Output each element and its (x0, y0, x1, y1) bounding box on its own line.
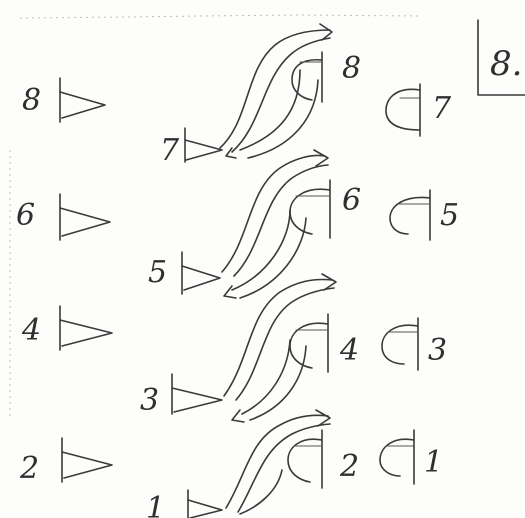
receiver-a-label-3: 4 (339, 333, 359, 368)
middle-triangle-4 (188, 490, 222, 518)
receiver-a-3 (290, 314, 328, 372)
left-triangle-1 (60, 78, 105, 122)
receiver-b-4 (380, 430, 414, 484)
route-curve-4 (226, 410, 330, 514)
left-triangle-3 (60, 306, 112, 350)
receiver-a-2 (290, 180, 330, 238)
route-curve-2 (222, 150, 328, 298)
receiver-b-label-3: 3 (428, 333, 447, 368)
left-label-4: 2 (19, 451, 39, 486)
receiver-b-label-4: 1 (424, 445, 443, 480)
route-curve-3 (224, 274, 336, 422)
receiver-a-label-1: 8 (342, 51, 361, 86)
receiver-b-label-2: 5 (440, 198, 459, 233)
left-label-3: 4 (21, 313, 41, 348)
middle-label-3: 3 (140, 383, 159, 418)
left-label-2: 6 (16, 198, 35, 233)
receiver-b-1 (386, 84, 420, 136)
middle-triangle-1 (185, 128, 222, 162)
middle-triangle-2 (182, 252, 220, 294)
scan-line (20, 15, 420, 18)
receiver-a-4 (288, 430, 322, 488)
middle-label-1: 7 (160, 133, 180, 168)
left-label-1: 8 (22, 83, 41, 118)
route-curve-1 (220, 24, 332, 158)
receiver-b-2 (390, 190, 430, 240)
receiver-a-label-4: 2 (339, 449, 359, 484)
middle-label-2: 5 (148, 255, 167, 290)
middle-triangle-3 (172, 374, 222, 414)
left-triangle-4 (62, 438, 112, 482)
receiver-b-label-1: 7 (432, 91, 452, 126)
left-triangle-2 (60, 194, 110, 240)
receiver-a-label-2: 6 (342, 183, 361, 218)
receiver-b-3 (382, 318, 418, 370)
middle-label-4: 1 (146, 491, 165, 518)
page-label: 8. (490, 44, 522, 84)
